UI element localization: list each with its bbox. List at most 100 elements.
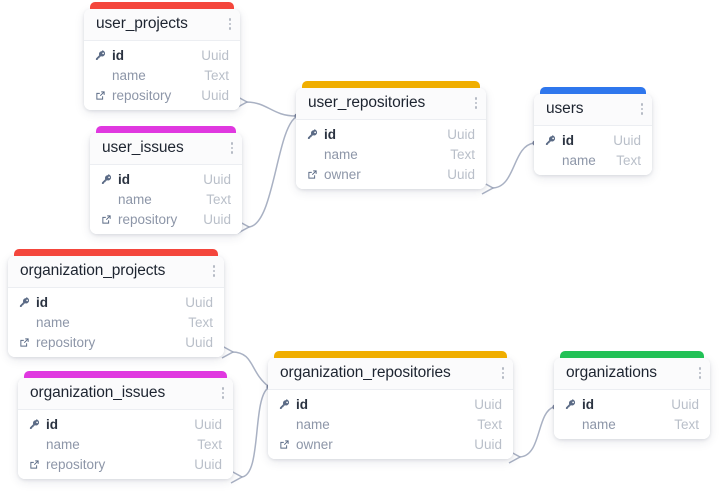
table-title: organizations bbox=[566, 364, 657, 381]
table-header[interactable]: organization_repositories bbox=[268, 358, 513, 390]
table-card-organization-projects[interactable]: organization_projects id Uuid name Text … bbox=[8, 249, 224, 357]
external-link-icon bbox=[29, 459, 44, 470]
table-header[interactable]: user_projects bbox=[84, 9, 240, 41]
field-row[interactable]: id Uuid bbox=[90, 169, 242, 189]
key-icon bbox=[565, 398, 580, 410]
key-icon bbox=[279, 398, 294, 410]
field-row[interactable]: name Text bbox=[296, 144, 486, 164]
kebab-menu-icon[interactable] bbox=[691, 367, 701, 379]
field-name: id bbox=[296, 396, 308, 412]
field-name: name bbox=[36, 314, 70, 330]
table-title: users bbox=[546, 100, 584, 117]
kebab-menu-icon[interactable] bbox=[633, 103, 643, 115]
table-header[interactable]: organization_issues bbox=[18, 378, 233, 410]
field-type: Text bbox=[188, 314, 213, 330]
field-type: Uuid bbox=[203, 211, 231, 227]
field-row[interactable]: name Text bbox=[554, 414, 710, 434]
key-icon bbox=[29, 418, 44, 430]
edge-user-projects-to-user-repositories bbox=[245, 101, 297, 117]
field-type: Text bbox=[450, 146, 475, 162]
kebab-menu-icon[interactable] bbox=[205, 265, 215, 277]
field-name: id bbox=[36, 294, 48, 310]
field-row[interactable]: name Text bbox=[534, 150, 652, 170]
field-row[interactable]: repository Uuid bbox=[84, 85, 240, 105]
table-card-organizations[interactable]: organizations id Uuid name Text bbox=[554, 351, 710, 439]
kebab-menu-icon[interactable] bbox=[494, 367, 504, 379]
field-row[interactable]: owner Uuid bbox=[296, 164, 486, 184]
external-link-icon bbox=[19, 337, 34, 348]
table-card-organization-issues[interactable]: organization_issues id Uuid name Text re… bbox=[18, 371, 233, 479]
field-row[interactable]: repository Uuid bbox=[8, 332, 224, 352]
field-name: name bbox=[324, 146, 358, 162]
table-fields: id Uuid name Text owner Uuid bbox=[296, 120, 486, 189]
field-type: Uuid bbox=[474, 436, 502, 452]
field-type: Uuid bbox=[185, 334, 213, 350]
field-name: name bbox=[582, 416, 616, 432]
table-fields: id Uuid name Text repository Uuid bbox=[8, 288, 224, 357]
field-type: Text bbox=[197, 436, 222, 452]
field-row[interactable]: id Uuid bbox=[534, 130, 652, 150]
field-row[interactable]: id Uuid bbox=[296, 124, 486, 144]
field-row[interactable]: repository Uuid bbox=[90, 209, 242, 229]
edge-organization-issues-to-organization-repositories bbox=[240, 387, 269, 478]
edge-organization-projects-to-organization-repositories bbox=[231, 351, 269, 387]
key-icon bbox=[307, 128, 322, 140]
table-header[interactable]: user_issues bbox=[90, 133, 242, 165]
table-header[interactable]: users bbox=[534, 94, 652, 126]
field-row[interactable]: id Uuid bbox=[554, 394, 710, 414]
field-row[interactable]: id Uuid bbox=[18, 414, 233, 434]
kebab-menu-icon[interactable] bbox=[467, 97, 477, 109]
table-card-user-projects[interactable]: user_projects id Uuid name Text reposito… bbox=[84, 2, 240, 110]
kebab-menu-icon[interactable] bbox=[223, 142, 233, 154]
table-card-user-issues[interactable]: user_issues id Uuid name Text repository bbox=[90, 126, 242, 234]
field-name: id bbox=[118, 171, 130, 187]
edge-user-issues-to-user-repositories bbox=[247, 116, 297, 228]
field-row[interactable]: name Text bbox=[268, 414, 513, 434]
external-link-icon bbox=[101, 214, 116, 225]
field-type: Uuid bbox=[447, 166, 475, 182]
field-name: name bbox=[296, 416, 330, 432]
table-fields: id Uuid name Text repository Uuid bbox=[18, 410, 233, 479]
external-link-icon bbox=[95, 90, 110, 101]
table-card-users[interactable]: users id Uuid name Text bbox=[534, 87, 652, 175]
kebab-menu-icon[interactable] bbox=[214, 387, 224, 399]
field-row[interactable]: id Uuid bbox=[268, 394, 513, 414]
field-name: id bbox=[562, 132, 574, 148]
table-card-user-repositories[interactable]: user_repositories id Uuid name Text owne… bbox=[296, 81, 486, 189]
table-header[interactable]: organization_projects bbox=[8, 256, 224, 288]
field-name: id bbox=[46, 416, 58, 432]
kebab-menu-icon[interactable] bbox=[221, 18, 231, 30]
field-type: Text bbox=[206, 191, 231, 207]
key-icon bbox=[545, 134, 560, 146]
field-name: owner bbox=[324, 166, 361, 182]
field-type: Text bbox=[204, 67, 229, 83]
field-type: Text bbox=[674, 416, 699, 432]
field-row[interactable]: id Uuid bbox=[8, 292, 224, 312]
table-title: organization_projects bbox=[20, 262, 166, 279]
table-title: user_repositories bbox=[308, 94, 426, 111]
field-type: Uuid bbox=[201, 87, 229, 103]
field-type: Text bbox=[616, 152, 641, 168]
table-title: user_projects bbox=[96, 15, 188, 32]
field-type: Uuid bbox=[201, 47, 229, 63]
external-link-icon bbox=[307, 169, 322, 180]
field-row[interactable]: name Text bbox=[84, 65, 240, 85]
field-type: Uuid bbox=[194, 456, 222, 472]
table-header[interactable]: organizations bbox=[554, 358, 710, 390]
table-fields: id Uuid name Text repository Uuid bbox=[90, 165, 242, 234]
field-name: id bbox=[324, 126, 336, 142]
field-name: repository bbox=[46, 456, 106, 472]
field-row[interactable]: repository Uuid bbox=[18, 454, 233, 474]
key-icon bbox=[95, 49, 110, 61]
field-row[interactable]: name Text bbox=[90, 189, 242, 209]
field-row[interactable]: name Text bbox=[18, 434, 233, 454]
table-card-organization-repositories[interactable]: organization_repositories id Uuid name T… bbox=[268, 351, 513, 459]
field-name: id bbox=[582, 396, 594, 412]
table-header[interactable]: user_repositories bbox=[296, 88, 486, 120]
field-row[interactable]: id Uuid bbox=[84, 45, 240, 65]
field-type: Uuid bbox=[671, 396, 699, 412]
field-row[interactable]: name Text bbox=[8, 312, 224, 332]
field-type: Uuid bbox=[613, 132, 641, 148]
field-type: Uuid bbox=[185, 294, 213, 310]
field-row[interactable]: owner Uuid bbox=[268, 434, 513, 454]
